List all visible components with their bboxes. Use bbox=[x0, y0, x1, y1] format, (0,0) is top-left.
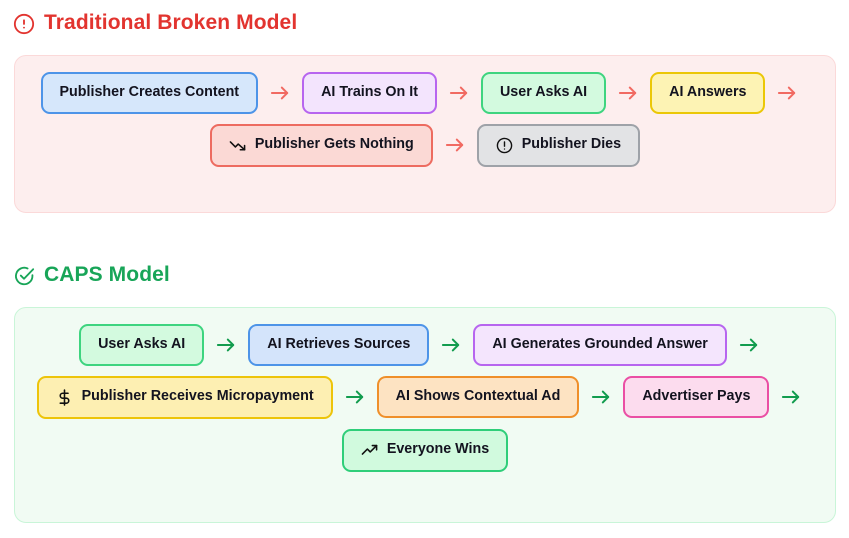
trending-down-icon bbox=[229, 140, 246, 151]
flow-node-label: Publisher Creates Content bbox=[59, 84, 240, 100]
section-title-label: CAPS Model bbox=[44, 263, 170, 286]
flow-node-everyone-wins[interactable]: Everyone Wins bbox=[341, 428, 509, 472]
flow-node-publisher-dies[interactable]: Publisher Dies bbox=[476, 123, 641, 167]
trending-up-icon bbox=[361, 444, 378, 455]
section-title-caps-model: CAPS Model bbox=[13, 264, 170, 287]
flow-panel-caps-model: User Asks AI AI Retrieves Sources AI Gen… bbox=[14, 307, 836, 523]
flow-node-ai-shows-contextual-ad[interactable]: AI Shows Contextual Ad bbox=[376, 376, 580, 419]
flow-node-label: Publisher Gets Nothing bbox=[254, 136, 414, 153]
flow-node-label: AI Shows Contextual Ad bbox=[395, 388, 561, 405]
flow-node-ai-retrieves-sources[interactable]: AI Retrieves Sources bbox=[248, 324, 430, 366]
flow-node-label: Publisher Dies bbox=[521, 136, 622, 153]
arrow-right-icon bbox=[592, 390, 610, 404]
flow-node-ai-generates-grounded-answer[interactable]: AI Generates Grounded Answer bbox=[473, 324, 727, 366]
arrow-right-icon bbox=[345, 390, 363, 404]
flow-node-publisher-receives-micropayment[interactable]: Publisher Receives Micropayment bbox=[36, 375, 333, 419]
flow-node-publisher-creates-content[interactable]: Publisher Creates Content bbox=[40, 72, 259, 114]
flow-arrow-icon bbox=[333, 388, 377, 406]
flow-row-group-broken: Publisher Creates Content AI Trains On I… bbox=[33, 72, 817, 167]
flow-node-label: Advertiser Pays bbox=[642, 388, 751, 405]
arrow-right-icon bbox=[217, 338, 235, 352]
arrow-right-icon bbox=[442, 338, 460, 352]
flow-node-ai-trains-on-it[interactable]: AI Trains On It bbox=[302, 72, 437, 114]
section-title-label: Traditional Broken Model bbox=[44, 11, 298, 34]
arrow-right-icon bbox=[270, 86, 289, 100]
flow-node-label: AI Retrieves Sources bbox=[267, 336, 411, 352]
flow-arrow-icon bbox=[727, 336, 771, 354]
flow-arrow-icon bbox=[769, 388, 813, 406]
flow-node-label: AI Answers bbox=[669, 84, 747, 100]
flow-node-label: Publisher Receives Micropayment bbox=[81, 388, 314, 405]
flow-node-publisher-gets-nothing[interactable]: Publisher Gets Nothing bbox=[209, 123, 433, 167]
flow-arrow-icon bbox=[765, 84, 809, 102]
section-title-traditional-broken-model: Traditional Broken Model bbox=[13, 12, 297, 35]
flow-node-label: User Asks AI bbox=[499, 84, 588, 100]
flow-node-label: User Asks AI bbox=[98, 336, 186, 352]
flow-panel-traditional-broken-model: Publisher Creates Content AI Trains On I… bbox=[14, 55, 836, 213]
arrow-right-icon bbox=[778, 86, 796, 100]
arrow-right-icon bbox=[782, 390, 800, 404]
flow-arrow-icon bbox=[606, 84, 650, 102]
dollar-sign-icon bbox=[59, 389, 70, 406]
flow-arrow-icon bbox=[579, 388, 623, 406]
arrow-right-icon bbox=[619, 86, 637, 100]
arrow-right-icon bbox=[739, 338, 758, 352]
flow-node-user-asks-ai[interactable]: User Asks AI bbox=[480, 72, 607, 114]
flow-node-user-asks-ai-caps[interactable]: User Asks AI bbox=[79, 324, 205, 366]
flow-node-ai-answers[interactable]: AI Answers bbox=[650, 72, 766, 114]
check-circle-icon bbox=[15, 266, 35, 285]
alert-circle-icon bbox=[496, 137, 513, 154]
flow-node-label: AI Trains On It bbox=[321, 84, 418, 100]
flow-node-label: Everyone Wins bbox=[386, 441, 490, 458]
flow-arrow-icon bbox=[437, 84, 481, 102]
arrow-right-icon bbox=[449, 86, 468, 100]
flow-arrow-icon bbox=[258, 84, 302, 102]
flow-node-advertiser-pays[interactable]: Advertiser Pays bbox=[623, 376, 770, 419]
flow-row-group-caps: User Asks AI AI Retrieves Sources AI Gen… bbox=[33, 324, 817, 472]
arrow-right-icon bbox=[445, 138, 463, 152]
flow-arrow-icon bbox=[433, 136, 477, 154]
flow-arrow-icon bbox=[429, 336, 473, 354]
alert-circle-icon bbox=[13, 13, 35, 34]
flow-arrow-icon bbox=[204, 336, 248, 354]
flow-node-label: AI Generates Grounded Answer bbox=[492, 336, 708, 352]
